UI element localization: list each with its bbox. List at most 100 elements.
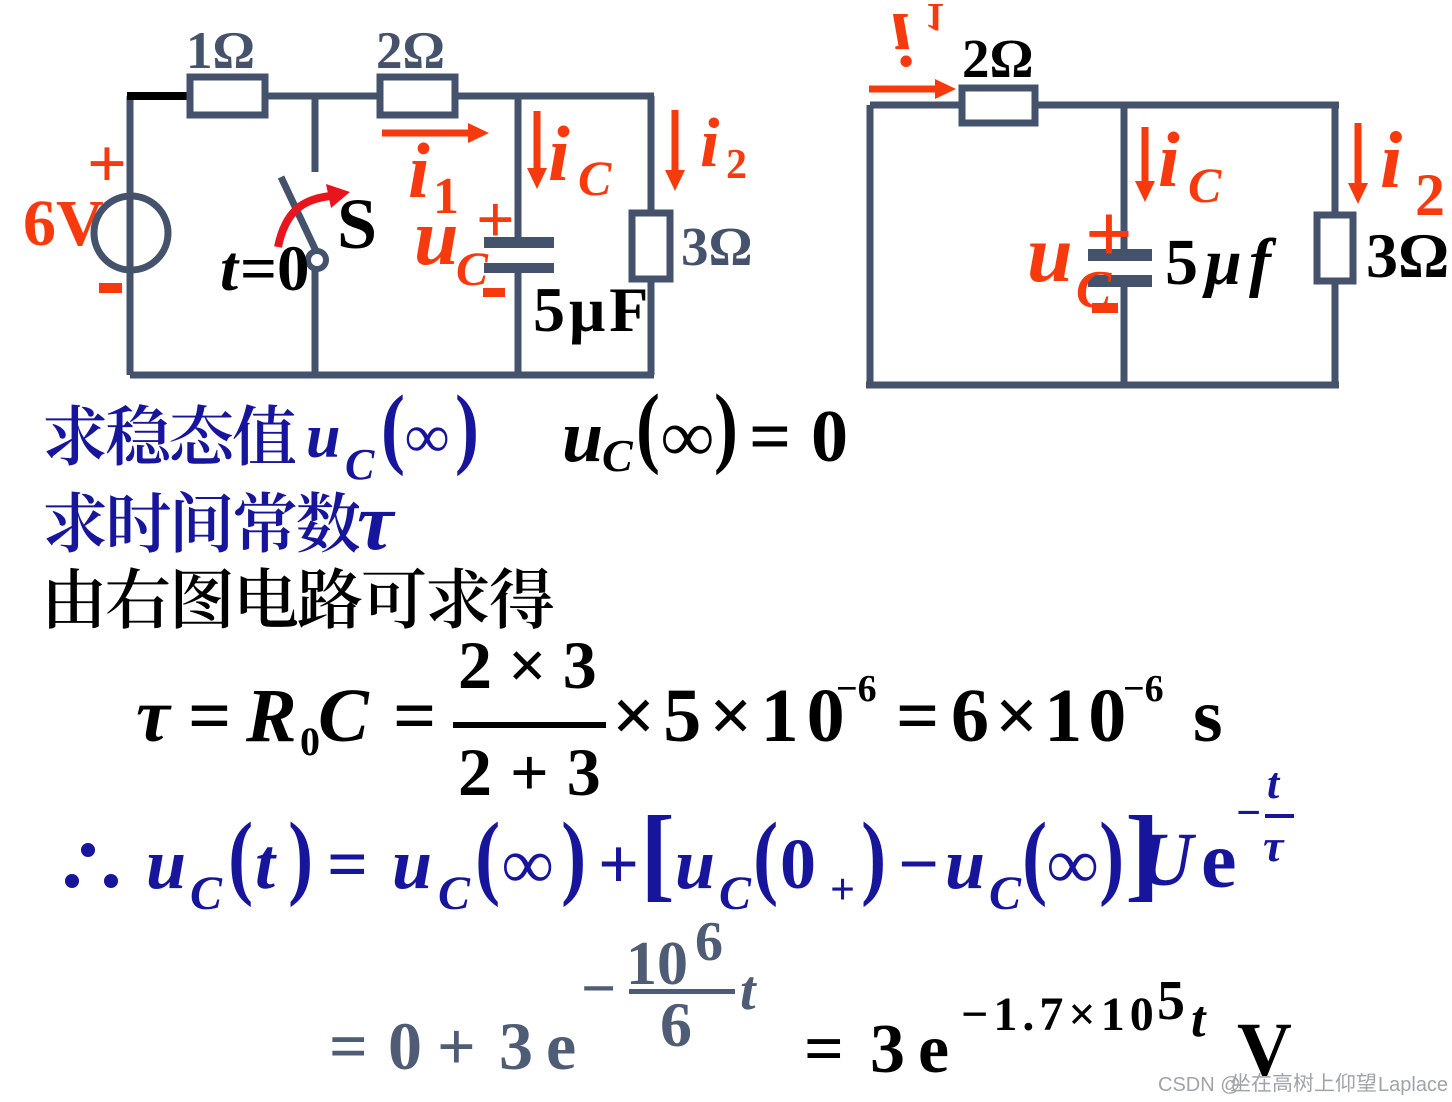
eqr-exp1num: 10 — [626, 930, 688, 998]
current2-arrow — [1348, 123, 1368, 204]
eqr-three2: 3 — [870, 1011, 905, 1088]
switch-label: S — [337, 184, 378, 264]
eqr-exp1t: t — [740, 960, 756, 1022]
resistor3-label: 3Ω — [681, 216, 753, 277]
capacitor-plate-top — [484, 237, 554, 248]
resistor3-box — [1313, 211, 1357, 285]
r-cap-mu: μ — [1205, 226, 1242, 299]
eqt-eq2: = — [393, 674, 437, 758]
current2-label: i — [700, 105, 720, 182]
eqg-zero: 0 — [780, 824, 816, 904]
uc-inf-blue-inf: ∞ — [405, 403, 450, 471]
r-cap-f: f — [1249, 226, 1271, 299]
eqg-u4sub: C — [989, 867, 1022, 920]
eqr-exp1numsup: 6 — [695, 911, 723, 973]
voltage-source-circle — [90, 192, 172, 274]
uc-inf-black-rp: ) — [713, 377, 738, 476]
r-cap-5: 5 — [1165, 226, 1198, 299]
current2-sub: 2 — [726, 142, 747, 188]
current1-arrow — [382, 123, 489, 143]
eqg-lp2: ( — [475, 804, 501, 908]
switch-blade — [277, 175, 320, 253]
uc-inf-blue-u: u — [306, 403, 341, 471]
eqt-eq3: = — [896, 674, 940, 758]
watermark-cn — [1230, 1072, 1376, 1093]
currentC-sub: C — [578, 150, 612, 206]
eqg-rp1: ) — [288, 804, 314, 908]
eqr-e2: e — [918, 1011, 950, 1088]
eqg-eq: = — [327, 824, 369, 904]
eqr-exp2t: t — [1191, 991, 1206, 1048]
eqg-rp4: ) — [1099, 804, 1125, 908]
eqr-exp2: −1.7×10 — [961, 988, 1159, 1041]
eqt-Rsub: 0 — [300, 719, 320, 764]
eqg-u3sub: C — [719, 867, 752, 920]
r-resistor3-label: 3Ω — [1366, 220, 1450, 291]
eqt-num: 2×3 — [458, 627, 613, 703]
eqg-t: t — [255, 824, 276, 904]
eqr-exp2sup: 5 — [1157, 970, 1185, 1032]
eqg-exp-bar — [1265, 814, 1294, 818]
r-uc-minus-sign — [1092, 303, 1118, 313]
currentC-label: i — [548, 110, 570, 197]
eqr-e1: e — [546, 1008, 577, 1084]
eqg-u1sub: C — [190, 867, 223, 920]
eqt-val: 6×10 — [951, 674, 1133, 758]
capacitor-plate-bottom — [484, 263, 554, 273]
eqg-e: e — [1201, 817, 1237, 905]
eqg-u3: u — [675, 824, 716, 904]
r-current2-label: i — [1380, 117, 1403, 205]
eqt-C: C — [318, 674, 369, 758]
eqg-expt: t — [1267, 759, 1280, 808]
eqt-mul1: ×5×10 — [612, 674, 853, 758]
resistor2-box — [376, 73, 459, 119]
current2-arrow — [665, 110, 685, 191]
r-currentC-label: i — [1158, 116, 1180, 203]
r-uc-plus-sign: + — [1085, 188, 1133, 281]
eqr-zero: 0 — [388, 1008, 422, 1084]
resistor1-label: 1Ω — [186, 22, 255, 80]
switch-opening-arrowhead — [326, 184, 350, 208]
eqg-rp2: ) — [561, 804, 587, 908]
eqg-expminus: − — [1236, 788, 1262, 837]
uc-inf-black-lp: ( — [635, 377, 660, 476]
uc-minus-sign — [483, 288, 505, 297]
eqr-three: 3 — [499, 1008, 533, 1084]
eqg-inf1: ∞ — [502, 824, 554, 904]
eqt-R: R — [246, 674, 297, 758]
uc-label: u — [414, 194, 459, 282]
uc-inf-blue-lp: ( — [380, 378, 405, 477]
currentC-arrow — [527, 111, 547, 189]
resistor2-box — [958, 84, 1039, 127]
eqt-sup1: −6 — [836, 668, 877, 710]
capacitor-plate-bottom — [1088, 275, 1152, 287]
eqt-tau: τ — [136, 674, 170, 758]
r-current-rot-label: i — [891, 0, 913, 81]
uc-sub: C — [456, 243, 489, 296]
eqg-u1: u — [146, 824, 187, 904]
uc-inf-black-zero: 0 — [811, 396, 848, 478]
eqr-exp1den: 6 — [660, 989, 692, 1060]
switch-time-t: t — [220, 233, 239, 305]
eqr-exp1-bar — [629, 989, 735, 994]
r-uc-label: u — [1027, 208, 1073, 299]
eqt-frac-bar — [453, 722, 606, 728]
r-current2-sub: 2 — [1415, 162, 1445, 228]
r-current-rot-sub: 1 — [925, 0, 945, 40]
eqg-lp3: ( — [753, 804, 779, 908]
resistor2-label: 2Ω — [376, 22, 445, 80]
current-arrow — [869, 79, 956, 99]
eqg-u2sub: C — [438, 867, 471, 920]
eqg-exptau: τ — [1263, 820, 1284, 871]
eqr-eq2: = — [804, 1011, 844, 1088]
eqr-plus: + — [437, 1008, 476, 1084]
statement-from-right — [49, 567, 553, 629]
eqg-minus: − — [898, 824, 940, 904]
watermark-suffix: Laplace — [1378, 1074, 1449, 1096]
source-minus-sign — [99, 283, 122, 293]
uc-inf-blue-rp: ) — [454, 378, 479, 477]
eqg-lp1: ( — [228, 804, 254, 908]
eqg-inf2: ∞ — [1047, 824, 1099, 904]
